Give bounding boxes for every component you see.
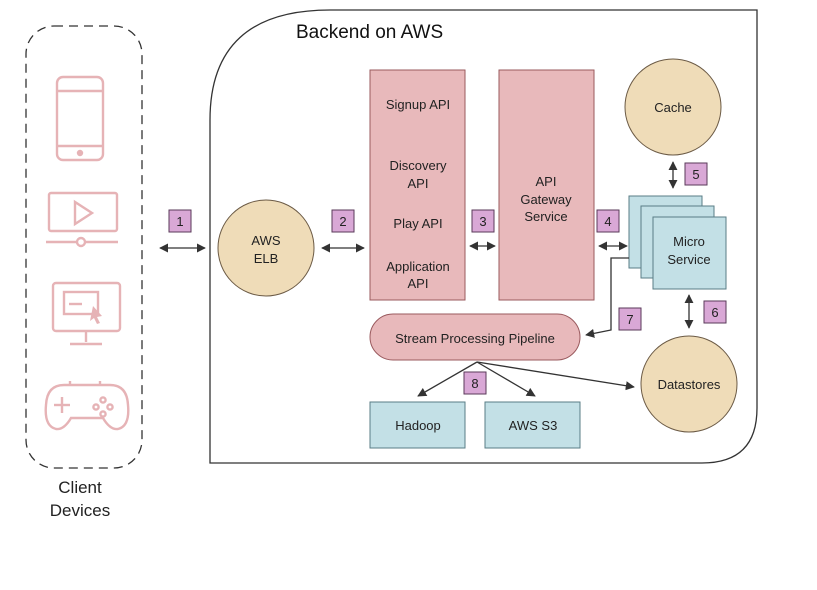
smartphone-icon [55,75,105,162]
play-api-label: Play API [393,216,442,231]
arrow-stream-s3 [476,361,536,397]
svg-text:5: 5 [692,167,699,182]
step-badge-1: 1 [168,209,192,233]
client-devices-label-line2: Devices [50,501,110,520]
arrow-stream-datastores [476,361,635,391]
arrow-stream-hadoop [417,361,478,397]
application-api-label-line1: Application [386,259,450,274]
step-badge-6: 6 [703,300,727,324]
backend-title: Backend on AWS [296,22,443,43]
step-badge-8: 8 [463,371,487,395]
api-gateway-label-line3: Service [524,209,567,224]
datastores-label: Datastores [658,377,721,392]
discovery-api-label-line2: API [408,176,429,191]
stream-processing-pipeline-node [369,313,581,361]
svg-text:8: 8 [471,376,478,391]
aws-elb-label-line2: ELB [254,251,279,266]
api-gateway-label-line2: Gateway [520,192,572,207]
svg-text:4: 4 [604,214,611,229]
svg-text:2: 2 [339,214,346,229]
video-player-icon [46,191,119,248]
discovery-api-label-line1: Discovery [389,158,447,173]
client-devices-container [25,25,143,469]
hadoop-box [369,401,466,449]
step-badge-7: 7 [618,307,642,331]
cache-node [624,58,722,156]
game-controller-icon [44,381,130,431]
hadoop-label: Hadoop [395,418,441,433]
aws-s3-label: AWS S3 [509,418,558,433]
api-gateway-label-line1: API [536,174,557,189]
step-badge-5: 5 [684,162,708,186]
micro-service-label-line2: Service [667,252,710,267]
computer-monitor-icon [51,281,122,346]
aws-elb-node [217,199,315,297]
micro-service-box [652,216,727,290]
api-services-box [369,69,466,301]
application-api-label-line2: API [408,276,429,291]
svg-text:1: 1 [176,214,183,229]
datastores-node [640,335,738,433]
step-badge-3: 3 [471,209,495,233]
signup-api-label: Signup API [386,97,450,112]
api-gateway-box [498,69,595,301]
aws-elb-label-line1: AWS [251,233,280,248]
aws-s3-box [484,401,581,449]
backend-container [209,9,758,464]
svg-text:3: 3 [479,214,486,229]
cache-label: Cache [654,100,692,115]
client-devices-label-line1: Client [58,478,102,497]
stream-processing-label: Stream Processing Pipeline [395,331,555,346]
step-badge-2: 2 [331,209,355,233]
step-badge-4: 4 [596,209,620,233]
svg-text:6: 6 [711,305,718,320]
svg-text:7: 7 [626,312,633,327]
arrow-microservice-stream [585,257,629,338]
micro-service-label-line1: Micro [673,234,705,249]
